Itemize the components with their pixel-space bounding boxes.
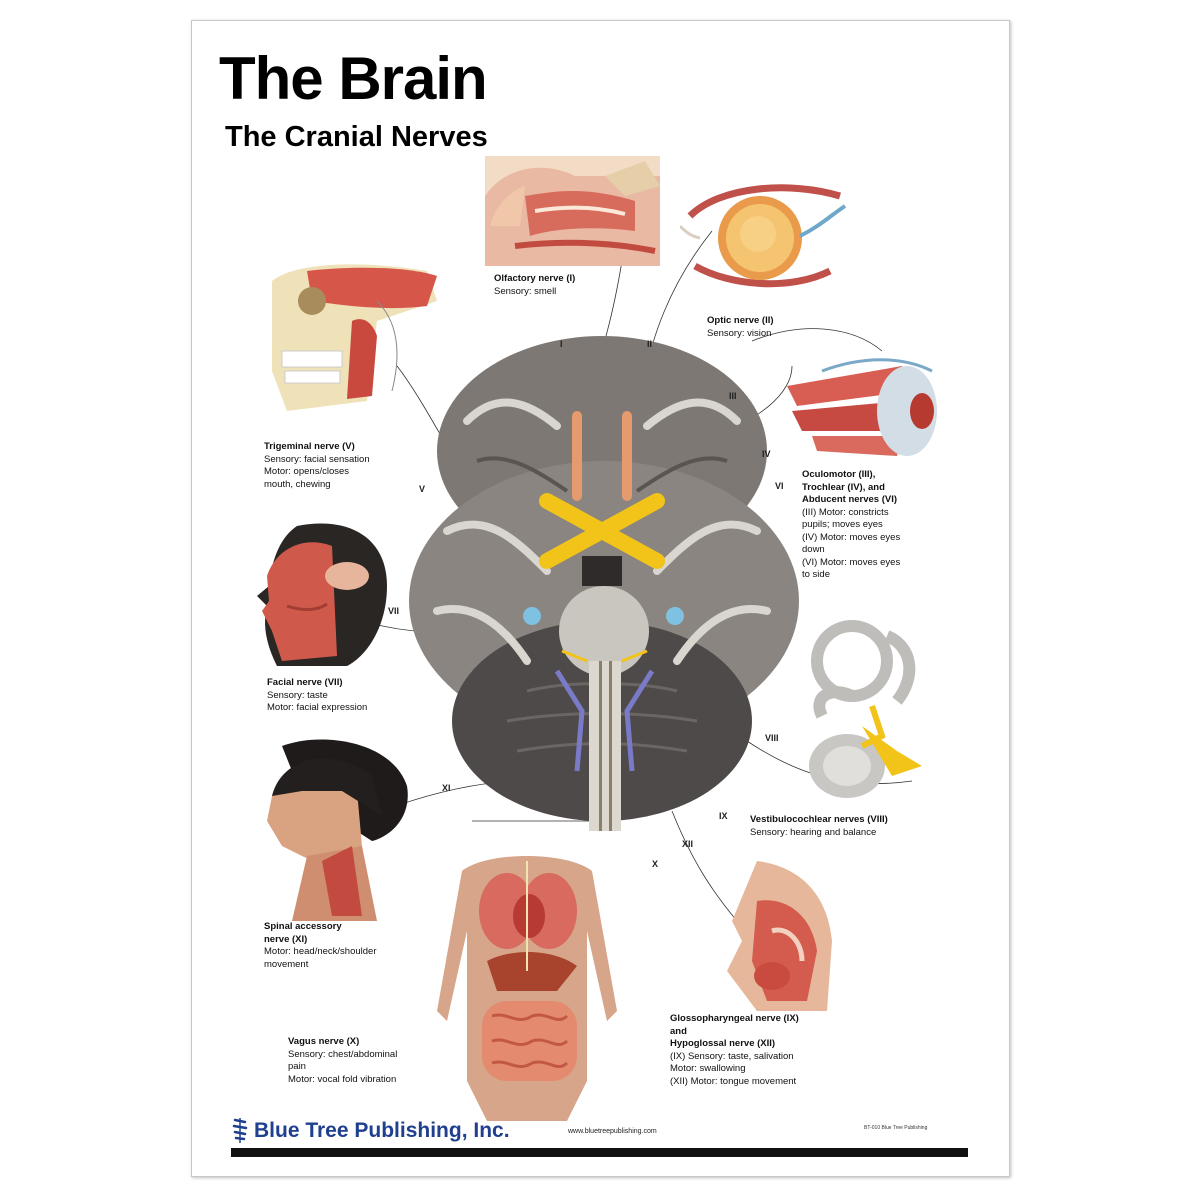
- label-spinal-accessory: Spinal accessory nerve (XI) Motor: head/…: [264, 921, 376, 971]
- extraocular-muscles-illustration: [787, 358, 937, 456]
- label-vagus: Vagus nerve (X) Sensory: chest/abdominal…: [288, 1036, 397, 1086]
- spinal-accessory-nerve-name: Spinal accessory: [264, 921, 342, 932]
- numeral-vii: VII: [388, 606, 400, 616]
- label-glossopharyngeal: Glossopharyngeal nerve (IX) and Hypoglos…: [670, 1013, 799, 1088]
- spinal-accessory-nerve-line: movement: [264, 958, 309, 970]
- olfactory-nerve-name: Olfactory nerve (I): [494, 273, 576, 284]
- oral-cavity-illustration: [727, 861, 832, 1011]
- numeral-ix: IX: [719, 811, 728, 821]
- oculomotor-nerve-line: (VI) Motor: moves eyes: [802, 556, 901, 568]
- numeral-x: X: [652, 859, 659, 869]
- label-trigeminal: Trigeminal nerve (V) Sensory: facial sen…: [264, 441, 370, 491]
- numeral-ii: II: [647, 339, 653, 349]
- oculomotor-nerve-name-3: Abducent nerves (VI): [802, 494, 898, 505]
- label-facial: Facial nerve (VII) Sensory: taste Motor:…: [267, 677, 367, 715]
- spinal-accessory-nerve-line: Motor: head/neck/shoulder: [264, 946, 377, 957]
- publisher-url: www.bluetreepublishing.com: [568, 1128, 657, 1135]
- facial-muscles-illustration: [257, 523, 387, 666]
- blue-tree-logo: [232, 1118, 248, 1143]
- numeral-xi: XI: [442, 783, 451, 793]
- poster: The Brain The Cranial Nerves: [191, 20, 1010, 1177]
- glossopharyngeal-nerve-line: (IX) Sensory: taste, salivation: [670, 1050, 794, 1062]
- oculomotor-nerve-line: (III) Motor: constricts: [802, 506, 889, 518]
- optic-nerve-line: Sensory: vision: [707, 327, 772, 339]
- glossopharyngeal-nerve-line: Motor: swallowing: [670, 1063, 746, 1074]
- numeral-xii: XII: [682, 839, 694, 849]
- poster-subtitle: The Cranial Nerves: [225, 121, 488, 153]
- oculomotor-nerve-line: to side: [802, 569, 830, 580]
- glossopharyngeal-nerve-name-2: and: [670, 1025, 687, 1037]
- vestibulocochlear-nerve-line: Sensory: hearing and balance: [750, 826, 877, 838]
- trigeminal-nerve-line: Sensory: facial sensation: [264, 453, 370, 465]
- nasal-cavity-illustration: [485, 156, 660, 266]
- numeral-viii: VIII: [765, 733, 779, 743]
- vagus-nerve-line: Motor: vocal fold vibration: [288, 1073, 397, 1085]
- trigeminal-nerve-line: Motor: opens/closes: [264, 466, 350, 477]
- vestibulocochlear-nerve-name: Vestibulocochlear nerves (VIII): [750, 814, 888, 825]
- facial-nerve-line: Motor: facial expression: [267, 702, 368, 713]
- torso-organs-illustration: [437, 856, 617, 1121]
- vagus-nerve-line: pain: [288, 1061, 306, 1072]
- spinal-accessory-nerve-name-2: nerve (XI): [264, 933, 308, 945]
- facial-nerve-line: Sensory: taste: [267, 689, 328, 701]
- oculomotor-nerve-name: Oculomotor (III),: [802, 469, 876, 480]
- numeral-iv: IV: [762, 449, 771, 459]
- label-vestibulocochlear: Vestibulocochlear nerves (VIII) Sensory:…: [750, 814, 888, 839]
- facial-nerve-name: Facial nerve (VII): [267, 677, 343, 688]
- vagus-nerve-line: Sensory: chest/abdominal: [288, 1048, 398, 1060]
- publisher-name: Blue Tree Publishing, Inc.: [254, 1119, 510, 1142]
- glossopharyngeal-nerve-name: Glossopharyngeal nerve (IX): [670, 1013, 799, 1024]
- oculomotor-nerve-line: (IV) Motor: moves eyes: [802, 531, 901, 543]
- numeral-i: I: [560, 339, 563, 349]
- inner-ear-illustration: [809, 620, 922, 798]
- trigeminal-nerve-name: Trigeminal nerve (V): [264, 441, 355, 452]
- glossopharyngeal-nerve-line: (XII) Motor: tongue movement: [670, 1075, 797, 1087]
- oculomotor-nerve-line: down: [802, 544, 825, 555]
- skull-jaw-illustration: [272, 264, 437, 411]
- optic-nerve-name: Optic nerve (II): [707, 315, 774, 326]
- oculomotor-nerve-line: pupils; moves eyes: [802, 519, 883, 530]
- copyright-text: BT-010 Blue Tree Publishing: [864, 1125, 928, 1131]
- label-olfactory: Olfactory nerve (I) Sensory: smell: [494, 273, 575, 298]
- numeral-v: V: [419, 484, 426, 494]
- numeral-iii: III: [729, 391, 737, 401]
- numeral-vi: VI: [775, 481, 784, 491]
- footer-bar: [231, 1148, 968, 1157]
- poster-title: The Brain: [219, 45, 488, 112]
- olfactory-nerve-line: Sensory: smell: [494, 285, 557, 297]
- trigeminal-nerve-line: mouth, chewing: [264, 478, 331, 490]
- glossopharyngeal-nerve-name-3: Hypoglossal nerve (XII): [670, 1038, 776, 1049]
- oculomotor-nerve-name-2: Trochlear (IV), and: [802, 481, 885, 493]
- brain-inferior-view: [409, 336, 799, 831]
- eyeball-illustration: [680, 184, 847, 288]
- label-optic: Optic nerve (II) Sensory: vision: [707, 315, 774, 340]
- label-oculomotor: Oculomotor (III), Trochlear (IV), and Ab…: [802, 469, 900, 582]
- head-neck-illustration: [267, 739, 408, 921]
- vagus-nerve-name: Vagus nerve (X): [288, 1036, 360, 1047]
